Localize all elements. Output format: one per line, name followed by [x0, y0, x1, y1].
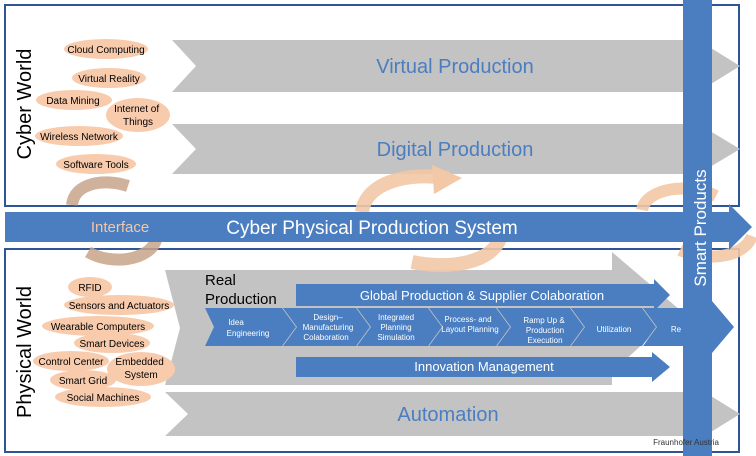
- interface-label: Interface: [91, 219, 149, 236]
- tag-control-center: [33, 351, 109, 371]
- tag-sensors-actuators: [64, 295, 174, 315]
- tag-software-tools: [56, 154, 136, 174]
- automation-arrow: [165, 383, 740, 445]
- innovation-management-label: Innovation Management: [414, 359, 554, 374]
- tag-internet-of-things-text: Internet of Things: [114, 104, 162, 128]
- cyber-tags: Cloud Computing Virtual Reality Data Min…: [35, 39, 170, 174]
- innovation-management-arrow: [296, 352, 670, 382]
- tag-wearable-computers-text: Wearable Computers: [51, 322, 145, 333]
- process-step-4: [429, 308, 510, 346]
- tag-internet-of-things: [106, 98, 170, 132]
- process-step-6: [571, 308, 656, 346]
- tag-software-tools-text: Software Tools: [63, 160, 128, 171]
- smart-products-band: [683, 0, 712, 456]
- global-production-label: Global Production & Supplier Colaboratio…: [360, 288, 604, 303]
- tag-rfid: [68, 277, 112, 297]
- digital-production-label: Digital Production: [377, 139, 534, 161]
- tag-smart-grid-text: Smart Grid: [59, 376, 107, 387]
- tag-social-machines: [55, 387, 151, 407]
- tag-smart-devices: [74, 333, 150, 353]
- tag-smart-grid: [50, 370, 116, 390]
- cyber-world-title: Cyber World: [14, 49, 36, 160]
- tag-wireless-network-text: Wireless Network: [40, 132, 119, 143]
- step-6-label: Utilization: [597, 325, 632, 334]
- cycle-arrowhead-top: [432, 165, 462, 194]
- cpps-title: Cyber Physical Production System: [226, 218, 517, 239]
- tag-embedded-system: [107, 352, 175, 386]
- tag-virtual-reality: [72, 68, 146, 88]
- process-step-5: [497, 308, 584, 346]
- tag-smart-devices-text: Smart Devices: [79, 339, 144, 350]
- global-production-arrow: [296, 279, 670, 311]
- physical-tags: RFID Sensors and Actuators Wearable Comp…: [33, 277, 175, 407]
- tag-wireless-network: [35, 126, 123, 146]
- credit-label: Fraunhofer Austria: [653, 438, 719, 447]
- process-step-1: [205, 308, 296, 346]
- tag-cloud-computing-text: Cloud Computing: [67, 45, 144, 56]
- real-production-label: Real Production: [205, 272, 277, 308]
- tag-control-center-text: Control Center: [38, 357, 104, 368]
- tag-data-mining-text: Data Mining: [46, 96, 99, 107]
- smart-products-label: Smart Products: [691, 169, 710, 286]
- virtual-production-arrow: [172, 35, 740, 97]
- step-7-label: Re: [671, 325, 682, 334]
- tag-sensors-actuators-text: Sensors and Actuators: [69, 301, 170, 312]
- tag-wearable-computers: [42, 316, 154, 336]
- process-step-2: [283, 308, 370, 346]
- tag-embedded-system-text: Embedded System: [115, 357, 166, 381]
- virtual-production-label: Virtual Production: [376, 56, 534, 78]
- process-step-3: [357, 308, 442, 346]
- automation-label: Automation: [397, 404, 498, 426]
- tag-data-mining: [36, 90, 112, 110]
- tag-virtual-reality-text: Virtual Reality: [78, 74, 140, 85]
- tag-cloud-computing: [64, 39, 148, 59]
- tag-social-machines-text: Social Machines: [67, 393, 140, 404]
- interface-cycle-left: [66, 176, 162, 266]
- digital-production-arrow: [172, 119, 740, 179]
- tag-rfid-text: RFID: [78, 283, 101, 294]
- cpps-band: [5, 212, 729, 242]
- physical-world-title: Physical World: [14, 286, 36, 418]
- cpps-band-arrowhead: [729, 204, 752, 250]
